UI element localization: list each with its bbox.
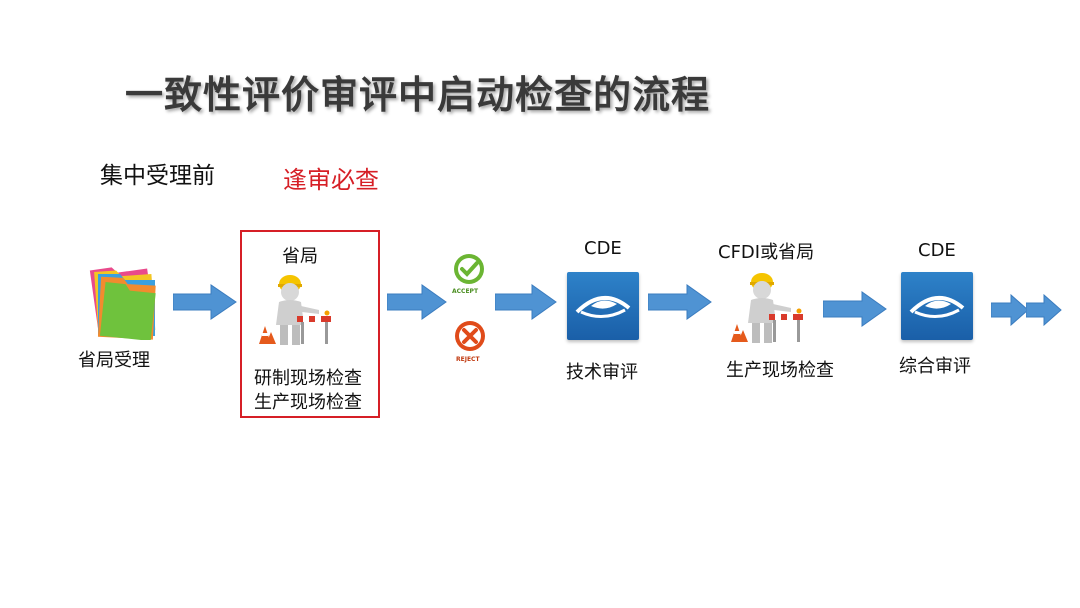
flow-arrow-7 <box>1026 294 1062 326</box>
construction-worker-icon <box>731 273 803 343</box>
province-label: 省局 <box>282 246 318 267</box>
flow-arrow-4 <box>648 284 712 320</box>
tech-review-label: 技术审评 <box>566 362 638 383</box>
cde-logo-mark <box>909 295 965 318</box>
cde-logo-icon <box>567 272 639 340</box>
province-inspection-box <box>240 230 380 418</box>
folders-icon <box>89 267 156 340</box>
reject-icon <box>455 321 485 351</box>
pre-acceptance-label: 集中受理前 <box>100 163 215 189</box>
comprehensive-review-org-label: CDE <box>918 240 956 261</box>
production-site-inspection-label: 生产现场检查 <box>254 392 362 413</box>
accept-text: ACCEPT <box>452 288 479 295</box>
flow-arrow-3 <box>495 284 557 320</box>
cfdi-org-label: CFDI或省局 <box>718 242 815 263</box>
rd-site-inspection-label: 研制现场检查 <box>254 368 362 389</box>
flow-arrow-5 <box>823 291 887 327</box>
worker-figure <box>259 275 331 345</box>
page-title: 一致性评价审评中启动检查的流程 <box>125 73 711 117</box>
accept-icon <box>454 254 484 284</box>
flow-arrow-6 <box>991 294 1029 326</box>
cfdi-production-inspection-label: 生产现场检查 <box>726 360 834 381</box>
flow-arrow-1 <box>173 284 237 320</box>
comprehensive-review-label: 综合审评 <box>899 356 971 377</box>
worker-figure <box>731 273 803 343</box>
flow-arrow-2 <box>387 284 447 320</box>
province-accept-label: 省局受理 <box>78 350 150 371</box>
folder-stack <box>89 267 156 340</box>
reject-text: REJECT <box>456 356 480 363</box>
construction-worker-icon <box>259 275 331 345</box>
inspect-every-review-label: 逢审必查 <box>283 166 379 194</box>
cde-logo-icon <box>901 272 973 340</box>
tech-review-org-label: CDE <box>584 238 622 259</box>
cde-logo-mark <box>575 295 631 318</box>
